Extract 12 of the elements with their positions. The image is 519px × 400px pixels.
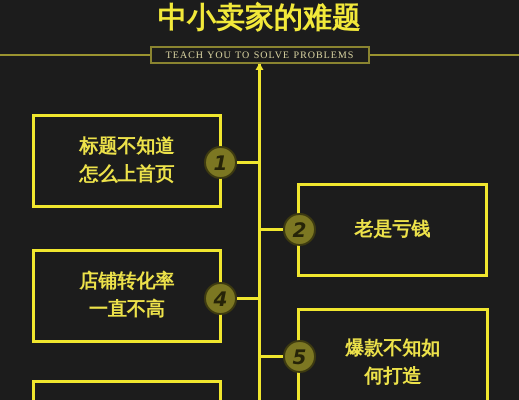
connector-line xyxy=(261,355,283,358)
timeline-bar xyxy=(258,125,261,400)
title: 中小卖家的难题 xyxy=(157,0,362,36)
number-circle: 2 xyxy=(283,213,316,246)
arrow xyxy=(256,63,264,125)
number-circle: 4 xyxy=(204,282,237,315)
connector-line xyxy=(237,161,258,164)
number-circle: 1 xyxy=(204,146,237,179)
connector-line xyxy=(261,228,283,231)
connector-line xyxy=(237,297,258,300)
number-circle: 5 xyxy=(283,340,316,373)
subtitle-banner: TEACH YOU TO SOLVE PROBLEMS xyxy=(150,46,370,64)
